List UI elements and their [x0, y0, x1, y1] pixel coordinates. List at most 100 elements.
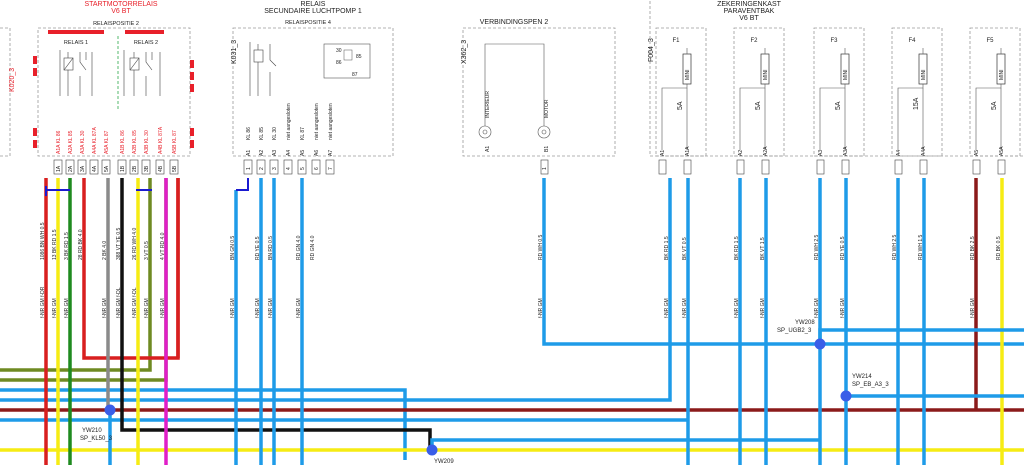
wire-label-20: RD YE 0.5: [840, 236, 846, 260]
startmotor-pin-3B: [141, 159, 151, 175]
fuse-pin-A4A: [919, 159, 928, 175]
secundaire-code-A4: A4: [286, 150, 292, 156]
legend-87: 87: [352, 72, 358, 78]
startmotor-title: STARTMOTORRELAIS: [84, 1, 157, 8]
secundaire-label-1: KL 85: [259, 127, 265, 140]
verbindingspen-title: VERBINDINGSPEN 2: [480, 19, 549, 26]
fuse-pin-A1: [658, 159, 667, 175]
pen-code-b1: B1: [544, 146, 550, 152]
wire-lower-label-17: f-NR GM: [814, 298, 820, 318]
wire-label-12: RD GN 4.0: [296, 235, 302, 260]
zekering-subtitle-2: V6 BT: [739, 15, 759, 22]
startmotor-pin-label-3B: 3B: [144, 165, 150, 172]
startmotor-subtitle: V6 BT: [111, 8, 131, 15]
startmotor-label-6: A2B KL 85: [132, 130, 138, 154]
wire-label-15: BK RD 1.5: [664, 236, 670, 260]
fuse-box-F1: [655, 27, 707, 157]
secundaire-pin-label-3: 3: [272, 167, 278, 170]
startmotor-label-4: A5A KL 87: [104, 130, 110, 154]
startmotor-pin-4B: [155, 159, 165, 175]
wire-lower-label-13: f-NR GM: [664, 298, 670, 318]
secundaire-code-A5: A5: [300, 150, 306, 156]
startmotor-label-3: A4A KL 87A: [92, 127, 98, 154]
relaispositie-4-label: RELAISPOSITIE 4: [285, 20, 331, 26]
fuse-rating-F5: 5A: [991, 101, 998, 110]
splice-yw210: [104, 404, 116, 416]
verbindingspen-box: [462, 27, 616, 157]
fuse-pin-A3: [816, 159, 825, 175]
splice-yw214-name: SP_EB_A3_3: [852, 382, 889, 388]
startmotor-relay: STARTMOTORRELAIS V6 BT RELAISPOSITIE 2 R…: [9, 1, 194, 175]
splice-yw208-name: SP_UGB2_3: [777, 328, 812, 334]
secundaire-label-6: niet aangesloten: [328, 103, 334, 140]
secundaire-label-2: KL 30: [272, 127, 278, 140]
secundaire-schematic: [249, 42, 277, 96]
x362-ref: X362_3: [461, 40, 468, 64]
fuse-rating-F3: 5A: [835, 101, 842, 110]
startmotor-pin-5A: [101, 159, 111, 175]
fuse-pin-A5: [972, 159, 981, 175]
fuse-pin-code-A4A: A4A: [921, 146, 927, 156]
wire-lower-label-15: f-NR GM: [734, 298, 740, 318]
wires: [0, 178, 1024, 465]
pen-bridge: [484, 43, 545, 126]
wire-2: [0, 388, 407, 460]
wire-label-19: RD WH 2.5: [814, 235, 820, 261]
startmotor-pin-1B: [117, 159, 127, 175]
wire-label-16: BK VT 0.5: [682, 237, 688, 260]
fuse-pin-code-A2: A2: [738, 150, 744, 156]
wire-lower-label-4: f-NR GM f-DL: [116, 287, 122, 318]
fuse-rating-F4: 15A: [913, 97, 920, 110]
fuse-type-F2: MINI: [763, 69, 769, 80]
wire-lower-label-19: f-NR GM: [970, 298, 976, 318]
wire-label-7: 3 VT 0.5: [144, 241, 150, 260]
wire-label-17: BK RD 1.5: [734, 236, 740, 260]
wire-label-0: 1086 BN WH 0.5: [40, 222, 46, 260]
startmotor-pin-label-1B: 1B: [120, 165, 126, 172]
pen-pin-1: [540, 159, 549, 175]
fuse-name-F4: F4: [908, 38, 916, 44]
wire-21: [236, 178, 249, 191]
k031-ref: K031_3: [231, 40, 238, 64]
secundaire-pin-label-5: 5: [300, 167, 306, 170]
pen-code-a1: A1: [485, 146, 491, 152]
fuse-name-F5: F5: [986, 38, 994, 44]
secundaire-pin-6: [311, 159, 321, 175]
startmotor-label-2: A3A KL 30: [80, 130, 86, 154]
secundaire-code-A1: A1: [246, 150, 252, 156]
pen-label-interieur: INTERIEUR: [485, 91, 491, 118]
secundaire-pin-2: [256, 159, 266, 175]
fuse-pin-A1A: [683, 159, 692, 175]
startmotor-pin-4A: [89, 159, 99, 175]
splice-yw208: [814, 338, 826, 350]
wire-label-24: RD BK 0.5: [996, 236, 1002, 260]
fuse-pin-A5A: [997, 159, 1006, 175]
relay-1-schematic: [59, 50, 93, 96]
fuse-pin-code-A3: A3: [818, 150, 824, 156]
secundaire-pin-label-2: 2: [259, 167, 265, 170]
secundaire-pin-3: [269, 159, 279, 175]
startmotor-label-0: A1A KL 86: [56, 130, 62, 154]
startmotor-label-8: A4B KL 87A: [158, 126, 164, 154]
startmotor-pin-label-2B: 2B: [132, 165, 138, 172]
fuse-box-F2: [733, 27, 785, 157]
fuse-pin-code-A2A: A2A: [763, 146, 769, 156]
fuse-rating-F2: 5A: [755, 101, 762, 110]
secundaire-pin-4: [283, 159, 293, 175]
fuse-pin-code-A5: A5: [974, 150, 980, 156]
wire-label-3: 28 RD BK 4.0: [78, 229, 84, 260]
wire-label-22: RD WH 1.5: [918, 235, 924, 261]
wire-label-5: 388 VT YE 0.5: [116, 227, 122, 260]
startmotor-pin-1A: [53, 159, 63, 175]
startmotor-pin-3A: [77, 159, 87, 175]
startmotor-label-9: A5B KL 87: [172, 130, 178, 154]
zekeringenkast: ZEKERINGENKAST PARAVENTBAK V6 BT F004_3 …: [648, 1, 1021, 175]
fuse-name-F1: F1: [672, 38, 680, 44]
secundaire-code-A2: A2: [259, 150, 265, 156]
